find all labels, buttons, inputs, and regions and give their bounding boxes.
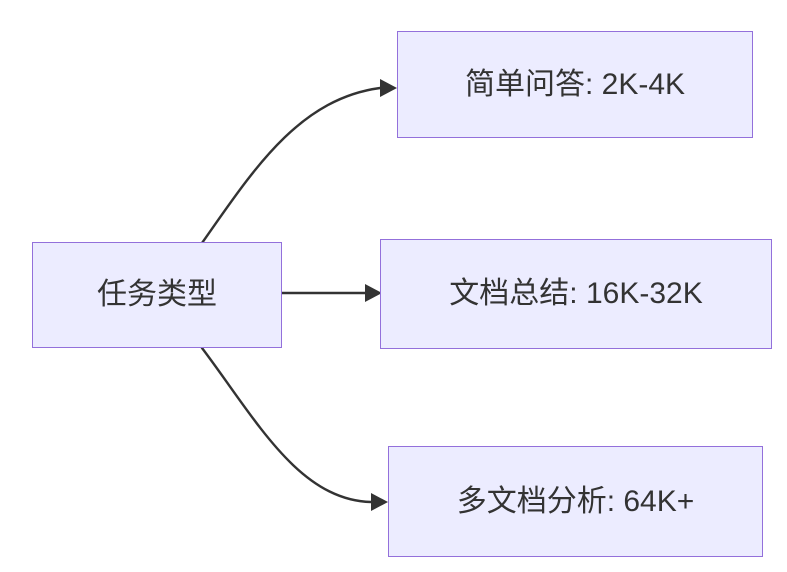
edge-line (200, 86, 382, 245)
node-label: 文档总结: 16K-32K (449, 277, 703, 310)
node-multi-doc-analysis: 多文档分析: 64K+ (388, 446, 763, 557)
edge-task-type-to-multi-doc-analysis (200, 346, 388, 511)
arrowhead-icon (371, 493, 388, 511)
node-label: 任务类型 (97, 278, 217, 311)
edge-task-type-to-doc-summary (280, 284, 382, 302)
arrowhead-icon (380, 79, 397, 97)
node-task-type: 任务类型 (32, 242, 282, 348)
node-simple-qa: 简单问答: 2K-4K (397, 31, 753, 138)
edge-task-type-to-simple-qa (200, 79, 397, 245)
node-label: 简单问答: 2K-4K (464, 67, 686, 101)
node-doc-summary: 文档总结: 16K-32K (380, 239, 772, 349)
node-label: 多文档分析: 64K+ (456, 484, 695, 518)
edge-line (200, 346, 373, 504)
